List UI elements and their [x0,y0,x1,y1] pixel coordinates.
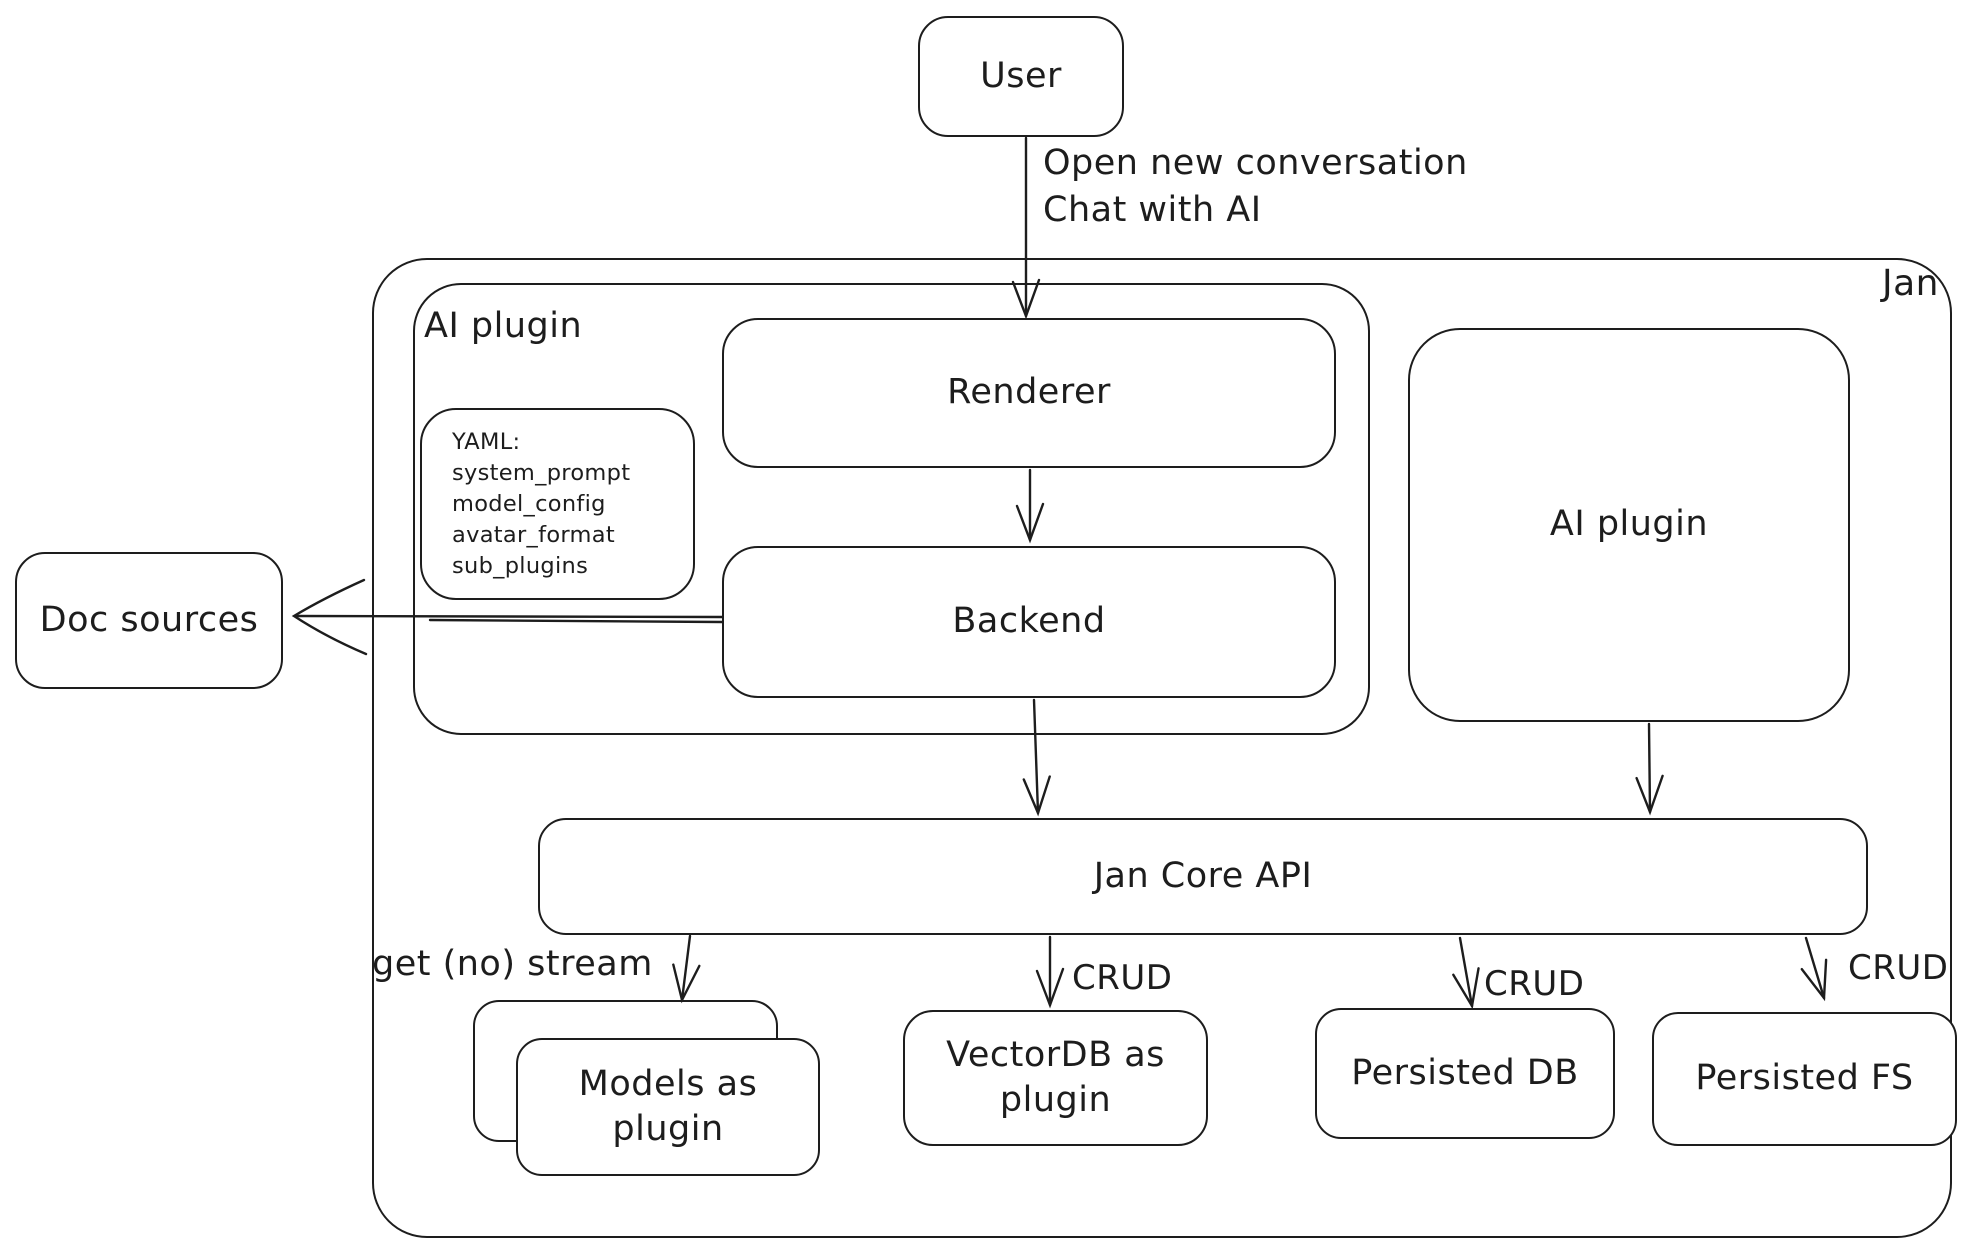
node-vectordb-as-plugin: VectorDB as plugin [903,1010,1208,1146]
note-yaml: YAML: system_prompt model_config avatar_… [420,408,695,600]
edge-label-crud-vectordb: CRUD [1072,958,1173,998]
edge-label-user-action: Open new conversation Chat with AI [1043,140,1468,234]
edge-label-crud-persisted-fs: CRUD [1848,948,1949,988]
edge-label-user-action-line1: Open new conversation [1043,143,1468,183]
node-jan-core-api-label: Jan Core API [1093,855,1313,896]
node-models-as-plugin-label: Models as plugin [578,1063,758,1150]
node-vectordb-as-plugin-label: VectorDB as plugin [946,1034,1165,1121]
node-persisted-db-label: Persisted DB [1351,1052,1579,1093]
node-persisted-fs-label: Persisted FS [1695,1058,1914,1099]
container-ai-plugin-label: AI plugin [424,306,583,346]
container-jan [372,258,1952,1238]
note-yaml-line: system_prompt [452,460,631,486]
edge-label-crud-persisted-db: CRUD [1484,964,1585,1004]
edge-backend-to-doc-sources-head [291,578,368,656]
node-ai-plugin-right-label: AI plugin [1549,504,1709,545]
edge-label-user-action-line2: Chat with AI [1043,190,1262,230]
container-jan-label: Jan [1882,263,1939,304]
node-doc-sources: Doc sources [15,552,283,689]
note-yaml-line: sub_plugins [452,553,589,579]
node-renderer-label: Renderer [947,372,1111,413]
node-ai-plugin-right: AI plugin [1408,328,1850,722]
node-user-label: User [980,55,1062,96]
note-yaml-line: avatar_format [452,522,615,548]
node-jan-core-api: Jan Core API [538,818,1868,935]
edge-label-get-no-stream: get (no) stream [372,944,653,984]
node-backend: Backend [722,546,1336,698]
node-models-as-plugin: Models as plugin [516,1038,820,1176]
node-doc-sources-label: Doc sources [39,599,259,640]
node-renderer: Renderer [722,318,1336,468]
node-persisted-fs: Persisted FS [1652,1012,1957,1146]
note-yaml-line: model_config [452,491,606,517]
node-persisted-db: Persisted DB [1315,1008,1615,1139]
container-ai-plugin [413,283,1370,735]
node-user: User [918,16,1124,137]
note-yaml-line: YAML: [452,429,521,455]
node-backend-label: Backend [952,601,1106,642]
